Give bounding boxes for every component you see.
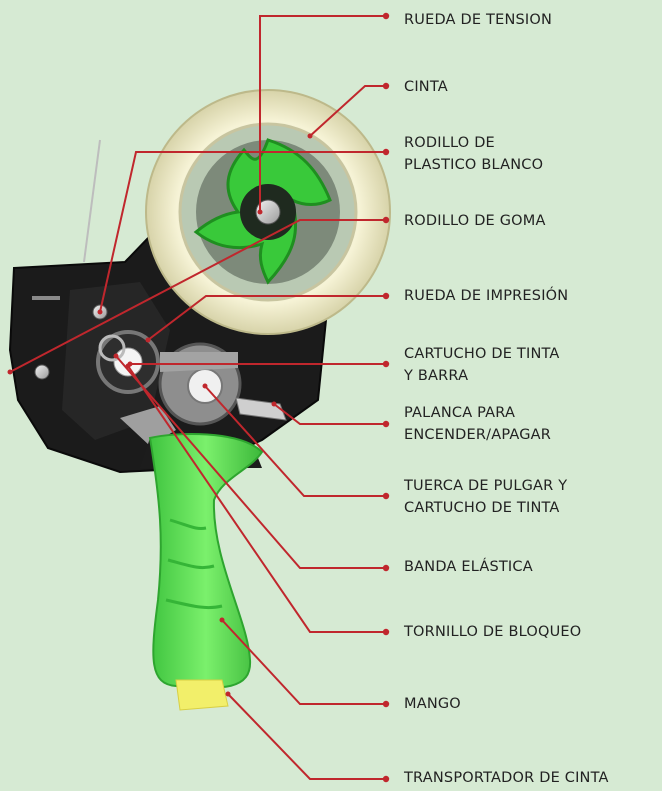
label-rodillo-plastico: RODILLO DE PLASTICO BLANCO (404, 132, 543, 176)
leader-cinta (309, 85, 386, 137)
leader-rodillo-plastico (99, 151, 386, 313)
leader-target-tornillo (125, 363, 131, 369)
leader-mango (221, 619, 386, 705)
leader-banda (115, 355, 386, 569)
leader-rueda-impresion (147, 295, 386, 341)
elastic-band (98, 334, 126, 362)
label-line: TRANSPORTADOR DE CINTA (404, 770, 609, 786)
label-line: RODILLO DE GOMA (404, 213, 546, 229)
leader-target-rodillo-plastico (97, 309, 103, 315)
leader-dot-mango (382, 700, 390, 708)
leader-dot-tuerca (382, 492, 390, 500)
slot (32, 296, 60, 300)
label-line: Y BARRA (404, 368, 469, 384)
leader-target-transportador (225, 691, 231, 697)
wire-guide (83, 139, 101, 263)
label-line: CINTA (404, 79, 448, 95)
leader-target-rueda-impresion (145, 337, 151, 343)
leader-tornillo (127, 365, 386, 633)
label-rueda-tension: RUEDA DE TENSION (404, 9, 552, 31)
screw-left (34, 364, 50, 380)
leader-dot-rueda-tension (382, 12, 390, 20)
label-tornillo: TORNILLO DE BLOQUEO (404, 621, 581, 643)
tape-carrier (175, 679, 229, 711)
label-rodillo-goma: RODILLO DE GOMA (404, 210, 546, 232)
label-line: BANDA ELÁSTICA (404, 559, 533, 575)
label-line: CARTUCHO DE TINTA (404, 500, 560, 516)
leader-target-banda (113, 353, 119, 359)
label-line: RODILLO DE (404, 135, 495, 151)
label-line: RUEDA DE TENSION (404, 12, 553, 28)
leader-palanca (273, 403, 386, 425)
leader-target-tuerca (202, 383, 208, 389)
leader-target-cinta (307, 133, 313, 139)
leader-rodillo-goma (9, 219, 386, 373)
label-line: CARTUCHO DE TINTA (404, 346, 560, 362)
leader-dot-rodillo-plastico (382, 148, 390, 156)
ink-bar (160, 352, 238, 372)
label-cartucho-barra: CARTUCHO DE TINTA Y BARRA (404, 343, 560, 387)
handle (148, 433, 264, 689)
leader-target-mango (219, 617, 225, 623)
label-line: PLASTICO BLANCO (404, 157, 544, 173)
label-line: TORNILLO DE BLOQUEO (404, 624, 582, 640)
leader-lines (7, 12, 390, 783)
leader-transportador (227, 693, 386, 780)
label-line: RUEDA DE IMPRESIÓN (404, 288, 569, 304)
leader-dot-cartucho-barra (382, 360, 390, 368)
leader-dot-palanca (382, 420, 390, 428)
leader-dot-cinta (382, 82, 390, 90)
grip-ridges (165, 518, 223, 610)
label-palanca: PALANCA PARA ENCENDER/APAGAR (404, 402, 551, 446)
leader-target-palanca (271, 401, 277, 407)
label-line: TUERCA DE PULGAR Y (404, 478, 568, 494)
label-banda: BANDA ELÁSTICA (404, 556, 533, 578)
leader-target-rueda-tension (257, 209, 263, 215)
label-tuerca: TUERCA DE PULGAR Y CARTUCHO DE TINTA (404, 475, 567, 519)
label-line: PALANCA PARA (404, 405, 516, 421)
white-roller-cap (113, 347, 143, 377)
leader-rueda-tension (259, 15, 386, 212)
label-line: MANGO (404, 696, 461, 712)
leader-dot-tornillo (382, 628, 390, 636)
label-mango: MANGO (404, 693, 461, 715)
leader-dot-rodillo-goma (382, 216, 390, 224)
label-cinta: CINTA (404, 76, 448, 98)
leader-dot-rueda-impresion (382, 292, 390, 300)
tension-bolt (255, 199, 281, 225)
label-rueda-impresion: RUEDA DE IMPRESIÓN (404, 285, 568, 307)
leader-dot-transportador (382, 775, 390, 783)
label-transportador: TRANSPORTADOR DE CINTA (404, 767, 609, 789)
leader-tuerca (204, 385, 386, 497)
leader-target-rodillo-goma (7, 369, 13, 375)
leader-dot-banda (382, 564, 390, 572)
label-line: ENCENDER/APAGAR (404, 427, 552, 443)
